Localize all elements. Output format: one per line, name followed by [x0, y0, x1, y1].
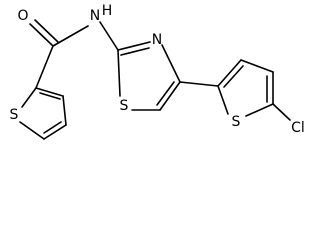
bond-c2-c3-double — [223, 65, 244, 88]
bond-c4-c5-double — [156, 81, 175, 106]
bond-c5-s — [245, 103, 274, 117]
right-thiophene-sulfur-label: S — [232, 114, 241, 130]
bond-n3-c4 — [161, 44, 181, 83]
bond-carbonyl-n — [52, 25, 89, 47]
bond-c5-cl — [272, 103, 291, 121]
right-thiophene-ring — [217, 59, 291, 121]
amide-hydrogen-label: H — [102, 3, 113, 19]
bond-c3-c4 — [62, 95, 67, 126]
amide-group — [29, 19, 119, 89]
bond-carbonyl-o — [29, 23, 54, 47]
atom-labels: O N H N S S S Cl — [10, 3, 305, 136]
bond-s1-c2 — [21, 87, 37, 108]
bond-n-c2thiazole — [99, 21, 119, 51]
molecule-drawing: O N H N S S S Cl — [10, 3, 305, 140]
bond-thiazole-thiophene — [179, 81, 219, 87]
bond-c2-n3-double — [120, 47, 150, 56]
chlorine-label: Cl — [291, 120, 305, 136]
bond-c4-c5 — [43, 124, 67, 140]
bond-c4-c5 — [159, 81, 181, 111]
amide-nitrogen-label: N — [90, 8, 100, 24]
bond-carbonyl-o-double — [34, 19, 59, 43]
bond-c4-c5-double — [43, 121, 62, 134]
left-thiophene-ring — [19, 87, 67, 140]
bond-c3-c4 — [240, 59, 274, 73]
bond-ring-carbonyl — [35, 45, 54, 89]
bond-c2-c3 — [217, 59, 242, 87]
bond-c5-s1 — [19, 121, 45, 140]
thiazole-ring — [117, 41, 181, 111]
thiazole-nitrogen-label: N — [152, 32, 162, 48]
structure-canvas: O N H N S S S Cl — [10, 3, 305, 140]
left-thiophene-sulfur-label: S — [10, 107, 19, 123]
thiazole-sulfur-label: S — [120, 98, 129, 114]
oxygen-label: O — [17, 8, 28, 24]
bond-c2-n3 — [117, 41, 151, 51]
bond-s-c2 — [217, 85, 229, 115]
bond-c2-c3 — [35, 87, 64, 97]
bond-s1-c2 — [117, 49, 121, 97]
bond-c2-c3-double — [39, 92, 61, 100]
